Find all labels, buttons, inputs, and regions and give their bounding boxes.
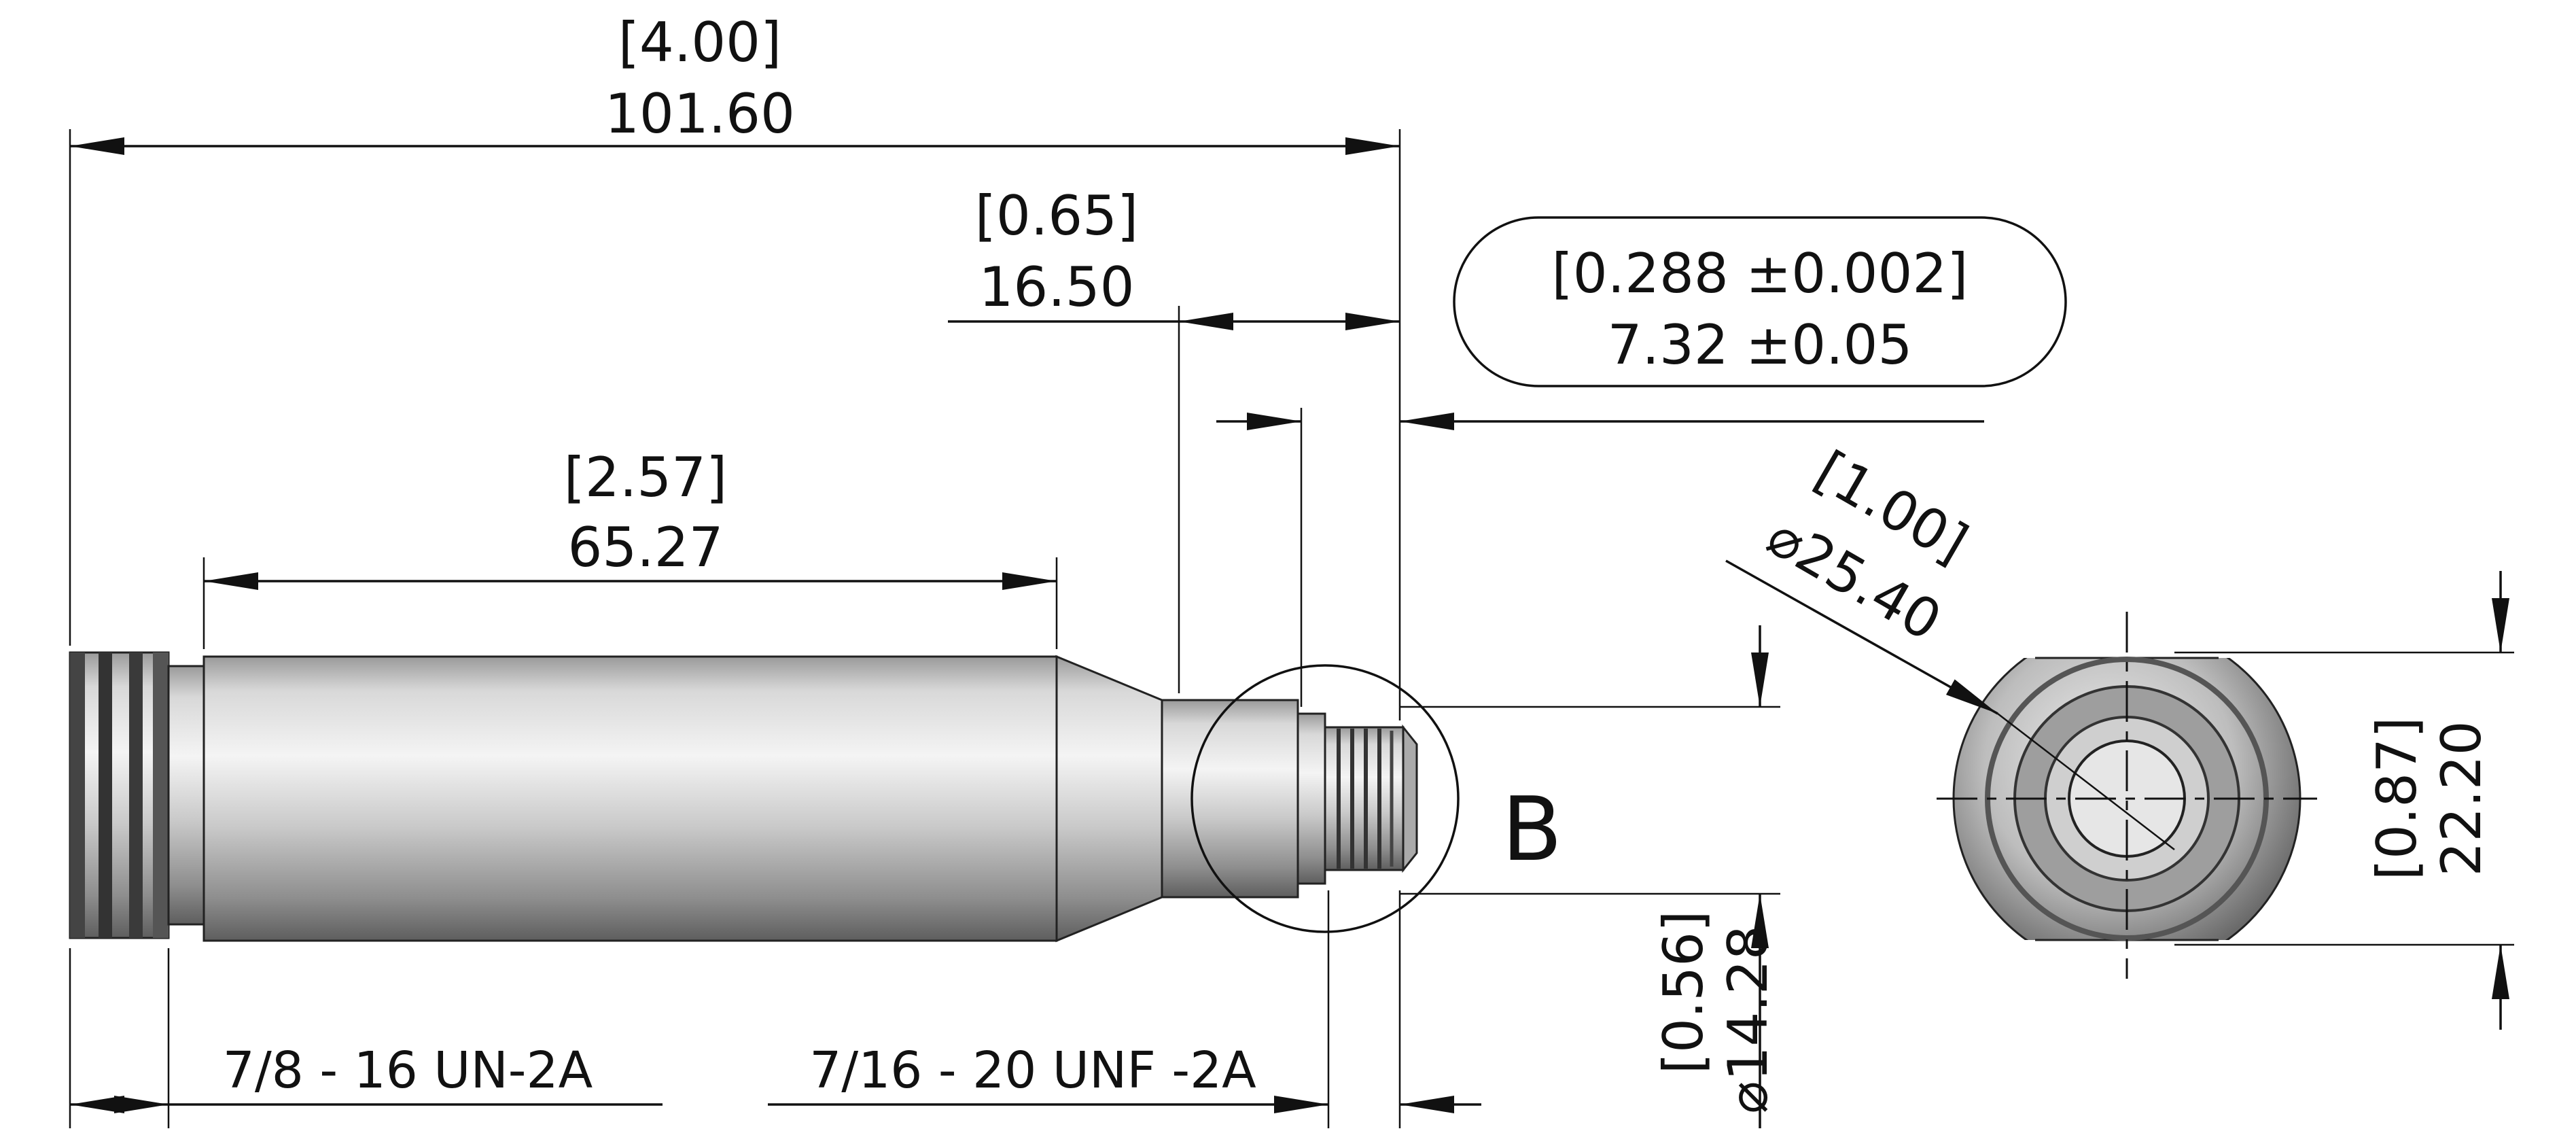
- dim-nose-diameter: [0.56] ⌀14.28: [1652, 625, 1780, 1128]
- dim-tip-length: [0.288 ±0.002] 7.32 ±0.05: [1216, 216, 2067, 430]
- nose-diameter-inch: [0.56]: [1652, 911, 1715, 1075]
- overall-length-mm: 101.60: [605, 82, 795, 145]
- taper-section: [1055, 655, 1163, 943]
- dim-thread-small: 7/16 - 20 UNF -2A: [768, 1041, 1481, 1113]
- nose-cylinder: [1161, 699, 1299, 899]
- nose-length-mm: 16.50: [978, 256, 1134, 319]
- thread-small-label: 7/16 - 20 UNF -2A: [809, 1041, 1256, 1100]
- dim-flat-width: [0.87] 22.20: [2365, 571, 2509, 1030]
- flat-width-inch: [0.87]: [2365, 717, 2429, 881]
- extension-lines: [69, 129, 1780, 1128]
- dim-overall-length: [4.00] 101.60: [70, 11, 1400, 155]
- tip-length-inch: [0.288 ±0.002]: [1552, 242, 1969, 305]
- tolerance-balloon: [1453, 216, 2067, 387]
- flat-width-mm: 22.20: [2430, 720, 2493, 876]
- detail-circle: [1190, 664, 1460, 933]
- main-body-cylinder: [202, 655, 1058, 942]
- dim-thread-large: 7/8 - 16 UN-2A: [70, 1041, 663, 1113]
- large-thread-section: [69, 651, 170, 939]
- thread-large-label: 7/8 - 16 UN-2A: [223, 1041, 593, 1100]
- nose-diameter-mm: ⌀14.28: [1716, 925, 1780, 1113]
- dim-body-length: [2.57] 65.27: [204, 446, 1057, 590]
- body-length-inch: [2.57]: [564, 446, 728, 509]
- dim-nose-length: [0.65] 16.50: [948, 184, 1400, 330]
- sensor-side-view: [69, 651, 1418, 943]
- sensor-end-view: [1937, 612, 2317, 986]
- overall-length-inch: [4.00]: [618, 11, 782, 74]
- body-length-mm: 65.27: [567, 516, 723, 579]
- nose-length-inch: [0.65]: [975, 184, 1139, 247]
- tip-length-mm: 7.32 ±0.05: [1608, 313, 1913, 377]
- detail-label: B: [1502, 778, 1562, 881]
